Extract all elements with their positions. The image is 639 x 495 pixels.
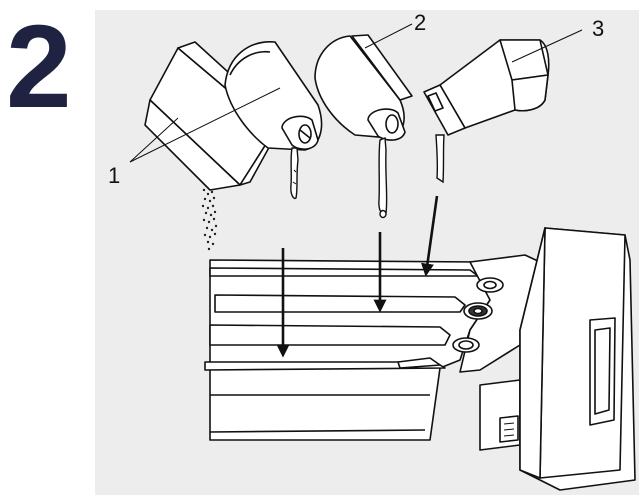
drawer-ledge-bottom <box>204 361 446 371</box>
liquid-detergent-bottle-3 <box>423 39 550 136</box>
liquid-stream-1 <box>290 147 299 200</box>
drawer-ledge-top <box>209 267 479 277</box>
drawer-ledge-middle <box>214 294 466 313</box>
callout-label-1: 1 <box>108 163 120 188</box>
fill-direction-arrows <box>276 195 439 358</box>
powder-box-side <box>144 99 241 191</box>
drawer-slot <box>397 357 441 369</box>
drawer-ledge-lower <box>209 324 451 346</box>
powder-stream <box>201 188 218 251</box>
callout-leaders <box>129 23 583 163</box>
drawer-tray-body <box>209 259 491 441</box>
callout-label-3: 3 <box>592 16 604 41</box>
liquid-stream-2 <box>378 136 388 219</box>
liquid-stream-3 <box>435 134 445 184</box>
step-number: 2 <box>6 1 72 133</box>
liquid-detergent-bottle-2 <box>314 34 413 141</box>
callout-label-2: 2 <box>414 10 426 35</box>
arrow-liquid-compartment <box>421 195 439 277</box>
liquid-detergent-bottle-1 <box>224 41 323 151</box>
dispenser-drawer <box>204 227 636 491</box>
